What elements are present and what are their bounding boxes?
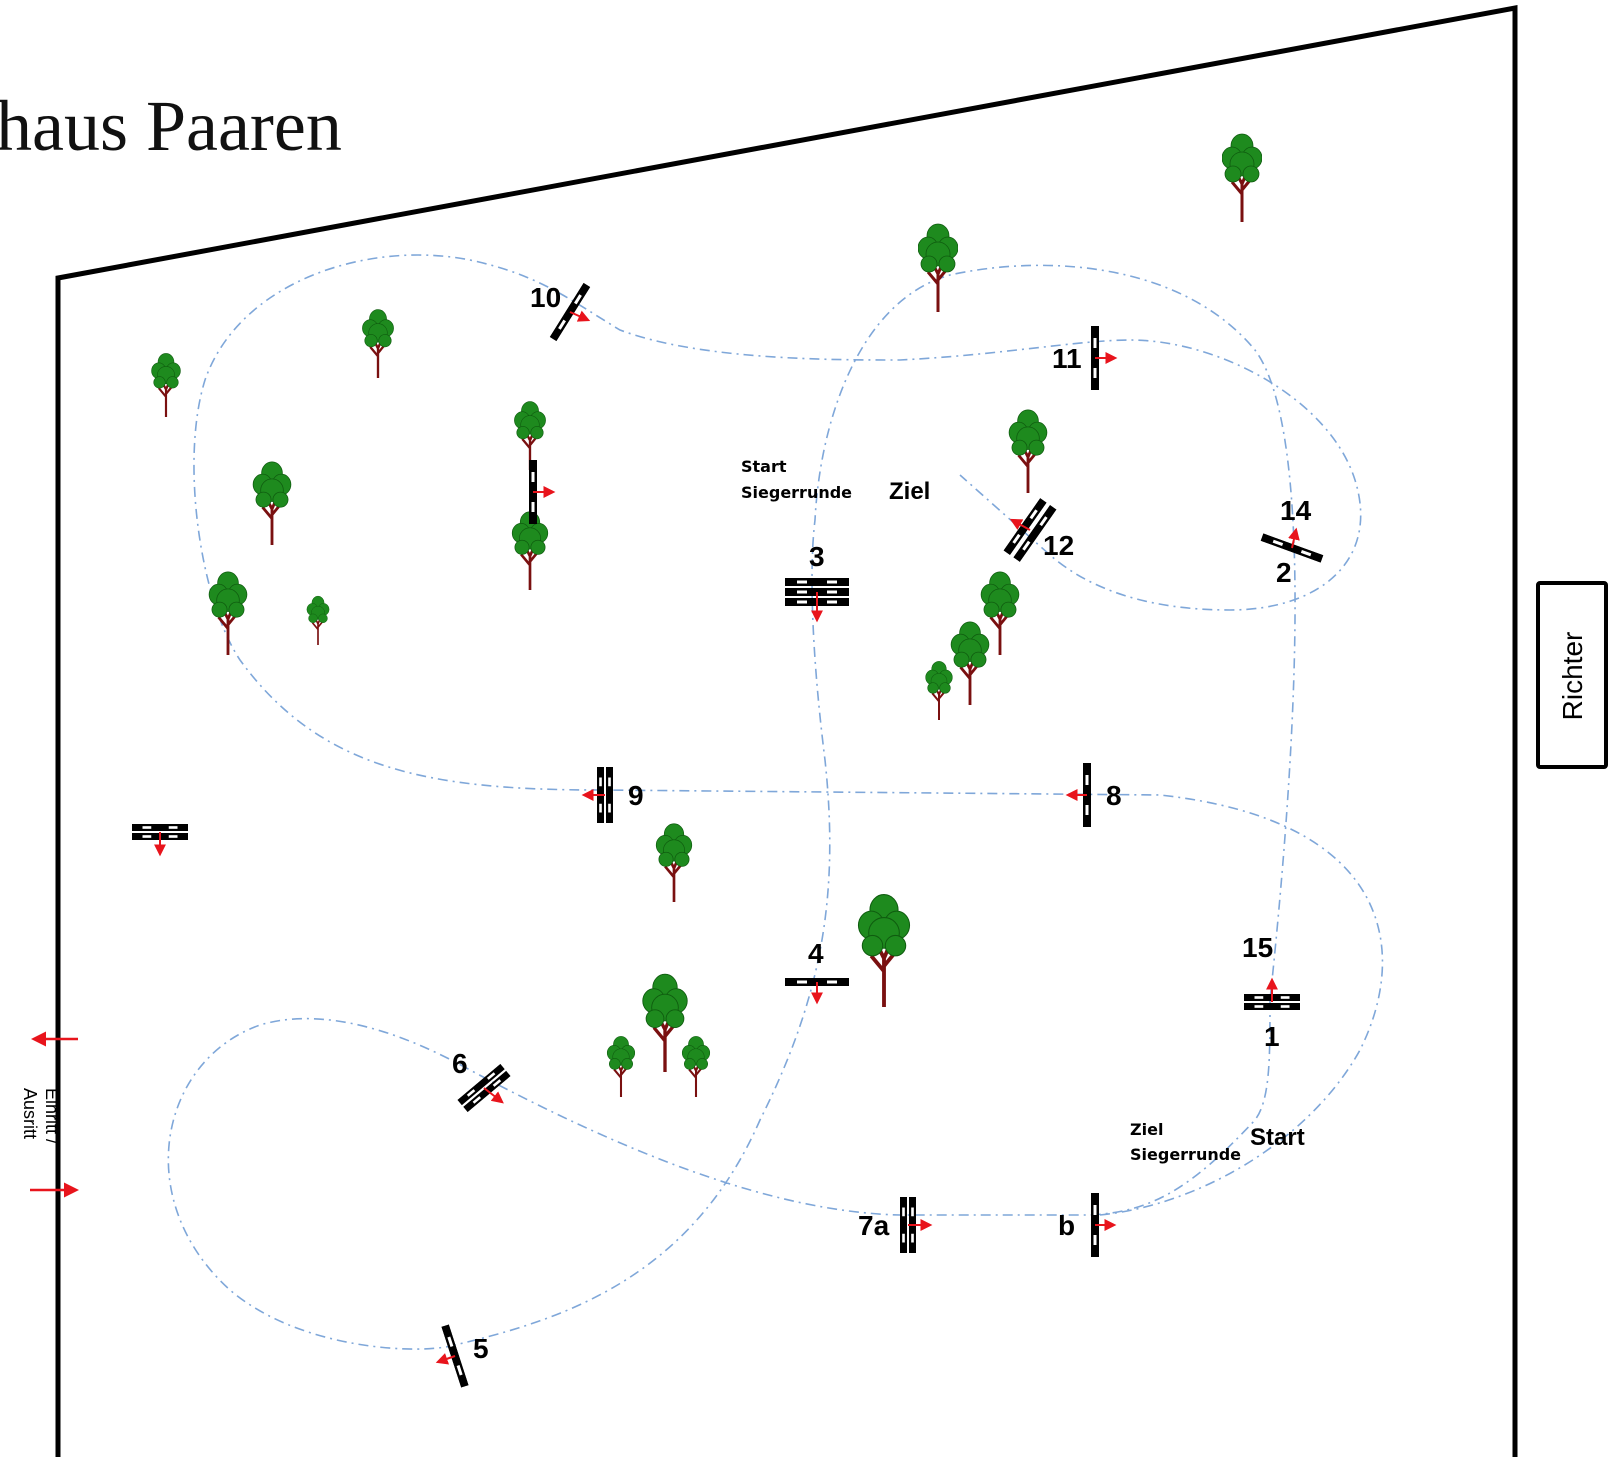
obstacle-7a-label: 7a — [858, 1210, 890, 1241]
direction-arrow-icon — [435, 1353, 456, 1365]
svg-text:Einritt /: Einritt / — [42, 1088, 62, 1144]
tree-icon — [950, 620, 990, 705]
svg-text:Richter: Richter — [1557, 632, 1588, 721]
tree-icon — [512, 400, 548, 470]
entry-exit-label: Einritt / Ausritt — [20, 1088, 62, 1144]
obstacles — [132, 282, 1324, 1388]
tree-icon — [924, 660, 954, 720]
obstacle-8-label: 8 — [1106, 780, 1122, 811]
obstacle-11-label: 11 — [1052, 343, 1082, 374]
judge-box-label: Richter — [1557, 632, 1588, 721]
tree-icon — [360, 308, 396, 378]
tree-icon — [680, 1035, 712, 1097]
arena-border — [55, 4, 1518, 1457]
direction-arrow-icon — [1009, 518, 1031, 531]
start-siegerrunde-label-1: Start — [741, 457, 787, 476]
tree-icon — [656, 824, 692, 902]
tree-icon — [150, 352, 182, 417]
tree-icon — [252, 460, 292, 545]
obstacle-labels: 10 11 12 14 2 3 9 8 4 15 1 6 7a b 5 — [452, 282, 1312, 1364]
tree-icon — [305, 595, 331, 645]
course-route — [167, 254, 1384, 1350]
start-label: Start — [1250, 1124, 1305, 1151]
trees — [150, 132, 1262, 1097]
obstacle-6-label: 6 — [452, 1048, 468, 1079]
direction-arrow-icon — [483, 1087, 504, 1104]
tree-icon — [643, 974, 687, 1072]
judge-box — [1536, 581, 1608, 769]
start-siegerrunde-label-2: Siegerrunde — [741, 483, 852, 502]
obstacle-14-label: 14 — [1280, 495, 1312, 526]
obstacle-12-label: 12 — [1043, 530, 1074, 561]
obstacle-10-label: 10 — [530, 282, 561, 313]
ziel-siegerrunde-label-2: Siegerrunde — [1130, 1145, 1241, 1164]
ziel-siegerrunde-label-1: Ziel — [1130, 1120, 1163, 1139]
tree-icon — [605, 1035, 637, 1097]
obstacle-15-label: 15 — [1242, 932, 1273, 963]
page-title: haus Paaren — [0, 86, 342, 166]
tree-icon — [858, 895, 909, 1007]
tree-icon — [918, 222, 958, 312]
svg-text:Ausritt: Ausritt — [20, 1088, 40, 1139]
tree-icon — [1222, 132, 1262, 222]
obstacle-2-label: 2 — [1276, 557, 1292, 588]
obstacle-9-label: 9 — [628, 780, 644, 811]
direction-arrow-icon — [569, 310, 591, 322]
obstacle-3-label: 3 — [809, 541, 825, 572]
obstacle-4-label: 4 — [808, 938, 824, 969]
direction-arrow-icon — [1288, 527, 1300, 549]
obstacle-1-label: 1 — [1264, 1021, 1280, 1052]
ziel-label: Ziel — [889, 478, 930, 505]
obstacle-b-label: b — [1058, 1210, 1075, 1241]
tree-icon — [208, 570, 248, 655]
obstacle-5-label: 5 — [473, 1333, 489, 1364]
tree-icon — [1008, 408, 1048, 493]
